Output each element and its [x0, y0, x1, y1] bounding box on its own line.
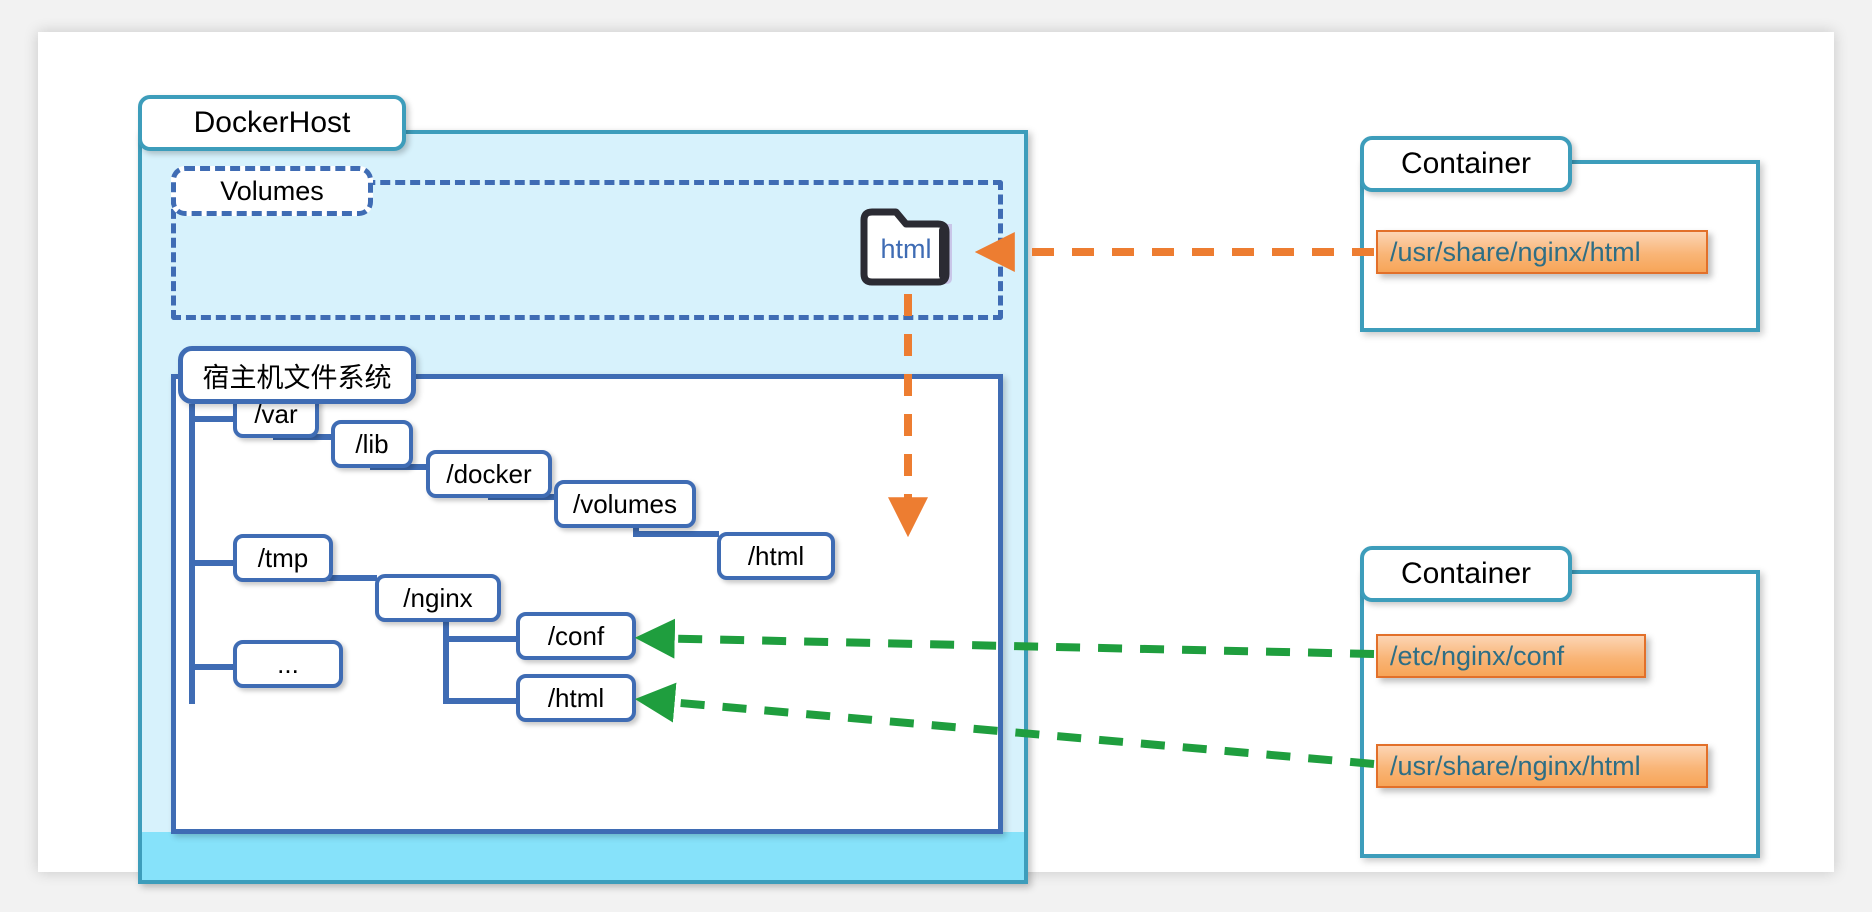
elbow-volumes-html-h [633, 531, 719, 537]
container-bottom-path-usr-share-nginx-html[interactable]: /usr/share/nginx/html [1376, 744, 1708, 788]
branch-stub-var [189, 416, 233, 422]
diagram-canvas: DockerHost Volumes html 宿主机文件系统 /var /li… [38, 32, 1834, 884]
tree-node-lib[interactable]: /lib [331, 420, 413, 468]
tree-node-ellipsis[interactable]: ... [233, 640, 343, 688]
tree-node-docker[interactable]: /docker [426, 450, 552, 498]
branch-stub-ellipsis [189, 664, 233, 670]
tree-node-html-nginx[interactable]: /html [516, 674, 636, 722]
host-filesystem-box [171, 374, 1003, 834]
tree-node-conf[interactable]: /conf [516, 612, 636, 660]
tree-node-nginx[interactable]: /nginx [375, 574, 501, 622]
tree-node-tmp[interactable]: /tmp [233, 534, 333, 582]
branch-stub-tmp [189, 560, 233, 566]
container-top-label: Container [1360, 136, 1572, 192]
container-bottom-label: Container [1360, 546, 1572, 602]
container-bottom-panel [1360, 570, 1760, 858]
volumes-label: Volumes [171, 166, 373, 216]
dockerhost-label: DockerHost [138, 95, 406, 151]
branch-nginx-conf [443, 636, 518, 642]
branch-nginx-html [443, 698, 518, 704]
dockerhost-bottom-band [138, 832, 1028, 884]
elbow-tmp-nginx-h [315, 575, 377, 581]
tree-trunk [189, 404, 195, 704]
host-filesystem-label: 宿主机文件系统 [178, 346, 416, 404]
container-top-path-usr-share-nginx-html[interactable]: /usr/share/nginx/html [1376, 230, 1708, 274]
tree-node-volumes[interactable]: /volumes [554, 480, 696, 528]
nginx-trunk [443, 597, 449, 704]
folder-icon: html [856, 204, 974, 292]
tree-node-html-volume[interactable]: /html [717, 532, 835, 580]
container-bottom-path-etc-nginx-conf[interactable]: /etc/nginx/conf [1376, 634, 1646, 678]
